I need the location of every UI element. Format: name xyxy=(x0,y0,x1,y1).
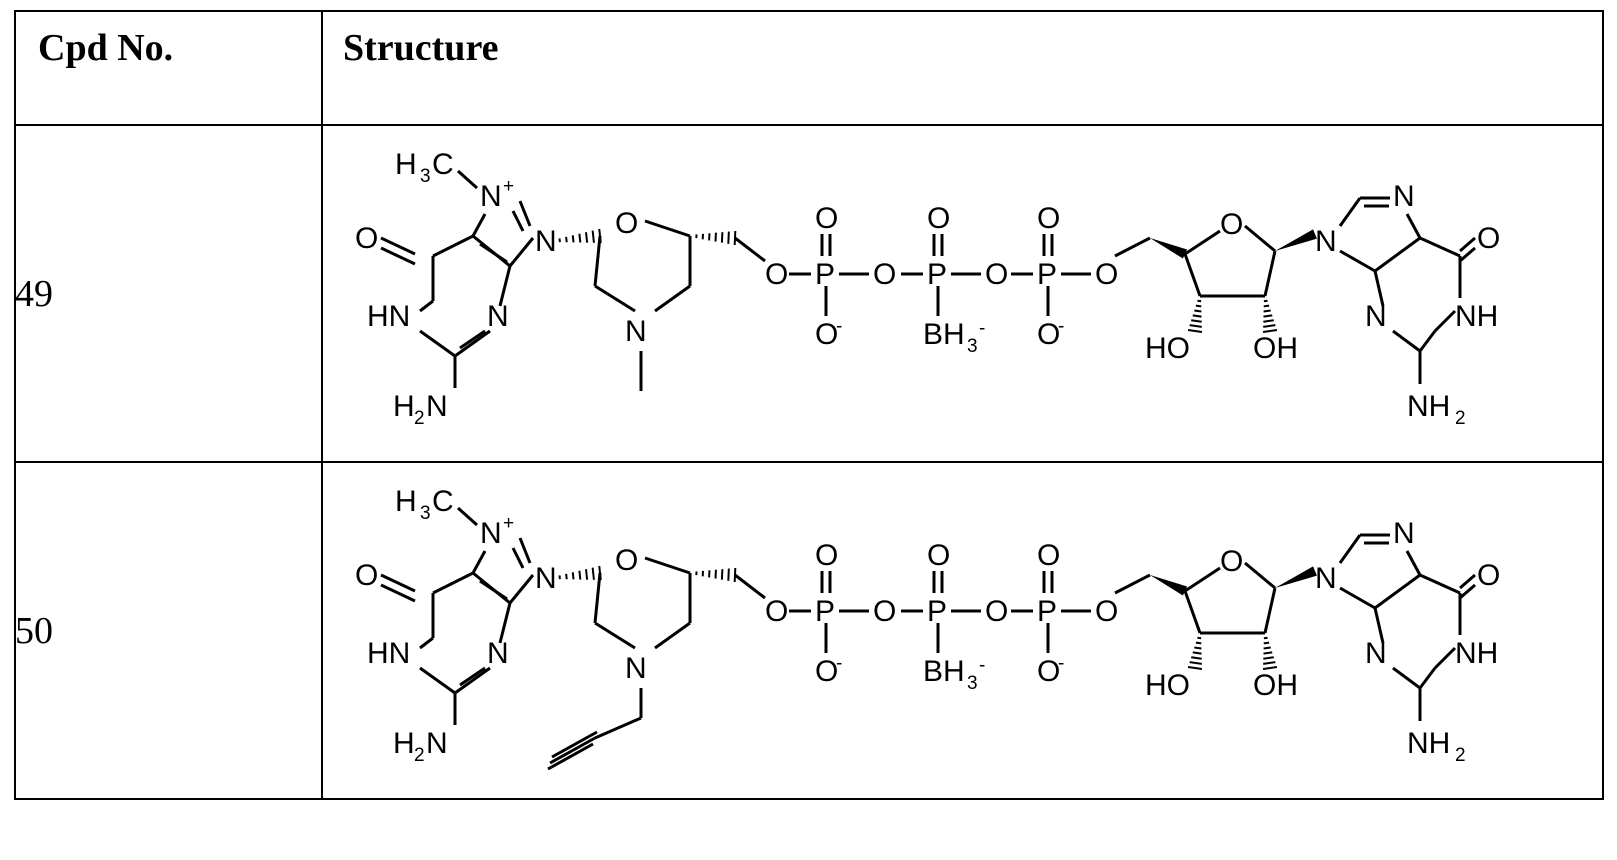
atom-label: N xyxy=(426,727,448,760)
atom-label: H xyxy=(393,390,415,423)
atom-label: O xyxy=(1477,559,1500,592)
atom-label: O xyxy=(815,202,838,235)
header-cpd-no: Cpd No. xyxy=(15,11,322,125)
chemical-structure: H3CN+NOHNNH2NONOPOO-OPOBH3-OPOO-OOHOOHNN… xyxy=(325,463,1595,793)
atom-label: OH xyxy=(1253,332,1298,365)
cpd-number-cell: 49 xyxy=(15,125,322,462)
atom-label: O xyxy=(1220,208,1243,241)
chemical-structure: H3CN+NOHNNH2NONOPOO-OPOBH3-OPOO-OOHOOHNN… xyxy=(325,126,1595,456)
atom-label: N xyxy=(480,517,502,550)
atom-label: O xyxy=(1477,222,1500,255)
atom-label: OH xyxy=(1253,669,1298,702)
atom-label: N xyxy=(1393,517,1415,550)
atom-label: O xyxy=(873,258,896,291)
atom-label: 3 xyxy=(420,503,431,524)
atom-label: NH xyxy=(1455,300,1498,333)
atom-label: - xyxy=(1058,653,1064,674)
atom-label: O xyxy=(1037,318,1060,351)
atom-label: - xyxy=(979,318,985,339)
header-structure: Structure xyxy=(322,11,1603,125)
atom-label: N xyxy=(426,390,448,423)
atom-label: H xyxy=(393,727,415,760)
atom-label: HO xyxy=(1145,332,1190,365)
atom-label: N xyxy=(1315,562,1337,595)
atom-label: 3 xyxy=(967,336,978,357)
table-header-row: Cpd No. Structure xyxy=(15,11,1603,125)
atom-label: O xyxy=(873,595,896,628)
atom-label: HN xyxy=(367,637,410,670)
atom-label: N xyxy=(1393,180,1415,213)
atom-label: 2 xyxy=(1455,408,1466,429)
atom-label: O xyxy=(1220,545,1243,578)
atom-label: O xyxy=(765,595,788,628)
atom-label: BH xyxy=(923,655,965,688)
atom-label: - xyxy=(979,655,985,676)
atom-label: O xyxy=(615,207,638,240)
atom-label: N xyxy=(480,180,502,213)
atom-label: N xyxy=(535,562,557,595)
atom-label: O xyxy=(927,539,950,572)
atom-label: O xyxy=(1037,539,1060,572)
atom-label: C xyxy=(432,148,454,181)
atom-label: 2 xyxy=(414,745,425,766)
table-row: 50 H3CN+NOHNNH2NONOPOO-OPOBH3-OPOO-OOHOO… xyxy=(15,462,1603,799)
atom-label: NH xyxy=(1407,390,1450,423)
atom-label: O xyxy=(1037,655,1060,688)
atom-label: N xyxy=(1365,637,1387,670)
atom-label: + xyxy=(503,176,514,197)
atom-label: O xyxy=(985,595,1008,628)
compound-table: Cpd No. Structure 49 H3CN+NOHNNH2NONOPOO… xyxy=(14,10,1604,800)
atom-label: H xyxy=(395,148,417,181)
atom-label: N xyxy=(535,225,557,258)
atom-label: 2 xyxy=(414,408,425,429)
atom-label: NH xyxy=(1407,727,1450,760)
atom-label: O xyxy=(355,559,378,592)
atom-label: O xyxy=(765,258,788,291)
atom-label: BH xyxy=(923,318,965,351)
atom-label: N xyxy=(1315,225,1337,258)
atom-label: O xyxy=(927,202,950,235)
atom-label: O xyxy=(1095,258,1118,291)
atom-label: 3 xyxy=(967,673,978,694)
atom-label: N xyxy=(487,637,509,670)
atom-label: N xyxy=(625,315,647,348)
structure-cell: H3CN+NOHNNH2NONOPOO-OPOBH3-OPOO-OOHOOHNN… xyxy=(322,125,1603,462)
atom-label: N xyxy=(625,652,647,685)
atom-label: - xyxy=(836,653,842,674)
atom-label: O xyxy=(815,655,838,688)
atom-label: O xyxy=(985,258,1008,291)
atom-label: O xyxy=(1095,595,1118,628)
atom-label: 3 xyxy=(420,166,431,187)
atom-label: O xyxy=(615,544,638,577)
atom-label: - xyxy=(1058,316,1064,337)
atom-label: HN xyxy=(367,300,410,333)
atom-label: HO xyxy=(1145,669,1190,702)
atom-label: O xyxy=(355,222,378,255)
atom-label: H xyxy=(395,485,417,518)
structure-cell: H3CN+NOHNNH2NONOPOO-OPOBH3-OPOO-OOHOOHNN… xyxy=(322,462,1603,799)
atom-label: O xyxy=(815,318,838,351)
atom-label: NH xyxy=(1455,637,1498,670)
table-row: 49 H3CN+NOHNNH2NONOPOO-OPOBH3-OPOO-OOHOO… xyxy=(15,125,1603,462)
cpd-number-cell: 50 xyxy=(15,462,322,799)
atom-label: + xyxy=(503,513,514,534)
atom-label: N xyxy=(1365,300,1387,333)
atom-label: C xyxy=(432,485,454,518)
atom-label: 2 xyxy=(1455,745,1466,766)
atom-label: O xyxy=(1037,202,1060,235)
atom-label: - xyxy=(836,316,842,337)
atom-label: N xyxy=(487,300,509,333)
atom-label: O xyxy=(815,539,838,572)
